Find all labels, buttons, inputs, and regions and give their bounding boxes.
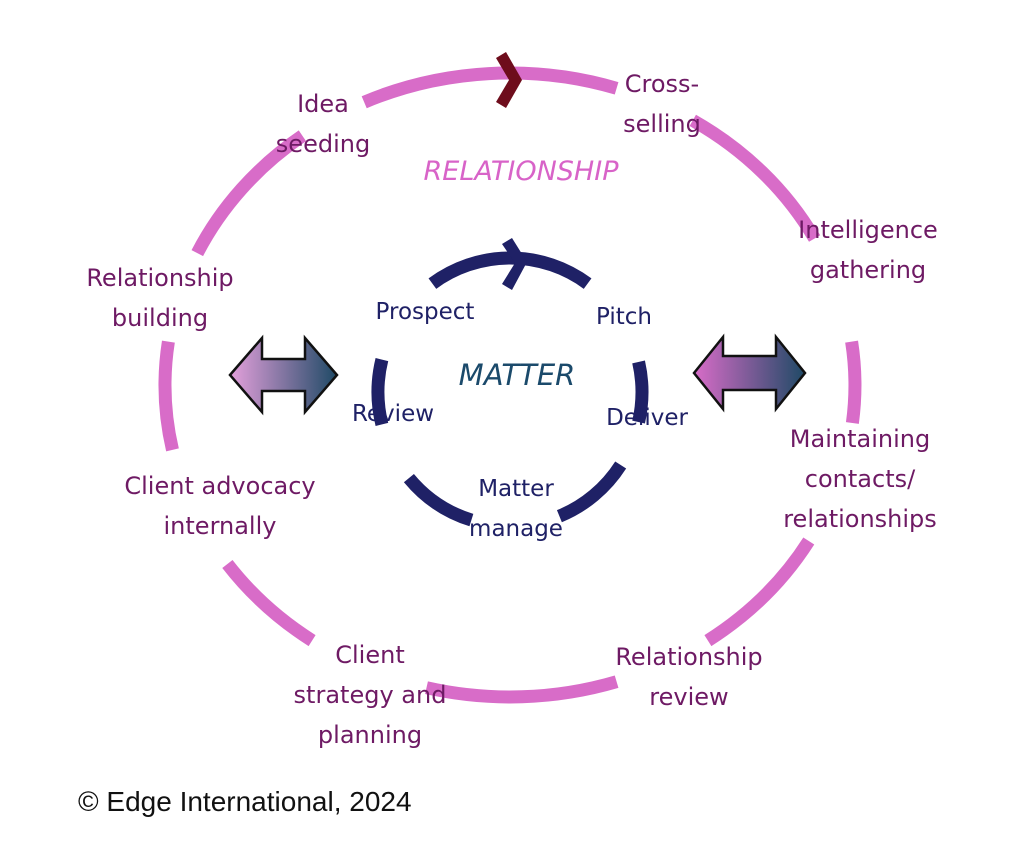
label-line: Client xyxy=(335,641,405,669)
label-line: seeding xyxy=(275,130,371,158)
inner-step-matter-manage: Matter manage xyxy=(469,469,563,549)
outer-step-client-strategy-planning: Client strategy and planning xyxy=(294,635,447,755)
outer-arc-segment xyxy=(689,114,821,242)
copyright-notice: © Edge International, 2024 xyxy=(78,786,412,817)
inner-step-prospect: Prospect xyxy=(376,292,475,332)
inner-step-deliver: Deliver xyxy=(606,398,688,438)
outer-step-cross-selling: Cross- selling xyxy=(623,64,701,144)
label-line: Maintaining xyxy=(789,425,931,453)
inner-arc-segment xyxy=(371,358,389,426)
outer-arc-segment xyxy=(158,340,179,452)
label-line: planning xyxy=(317,721,423,749)
outer-step-relationship-review: Relationship review xyxy=(615,637,762,717)
outer-arc-segment xyxy=(222,559,316,647)
label-line: gathering xyxy=(809,256,927,284)
left-double-arrow-icon xyxy=(228,334,339,416)
label-line: Prospect xyxy=(375,299,475,325)
label-line: selling xyxy=(623,110,701,138)
label-line: Matter xyxy=(478,476,554,502)
inner-arc-segment xyxy=(428,251,592,289)
label-line: building xyxy=(111,304,209,332)
outer-step-intelligence-gathering: Intelligence gathering xyxy=(798,210,938,290)
label-line: Cross- xyxy=(624,70,700,98)
inner-step-pitch: Pitch xyxy=(596,297,652,337)
outer-step-relationship-building: Relationship building xyxy=(86,258,233,338)
label-line: relationships xyxy=(783,505,937,533)
outer-arc-segment xyxy=(704,537,815,647)
label-line: contacts/ xyxy=(804,465,916,493)
inner-cycle-title: MATTER xyxy=(458,358,576,392)
label-line: Client advocacy xyxy=(124,472,316,500)
label-line: Deliver xyxy=(606,405,688,431)
outer-arc-segment xyxy=(425,675,619,704)
outer-ring xyxy=(158,66,862,704)
outer-arc-segment xyxy=(361,66,619,109)
label-line: Idea xyxy=(297,90,349,118)
inner-step-review: Review xyxy=(352,394,434,434)
outer-step-maintaining-contacts: Maintaining contacts/ relationships xyxy=(783,419,937,539)
label-line: review xyxy=(649,683,729,711)
label-line: strategy and xyxy=(293,681,447,709)
outer-arc-segment xyxy=(845,340,862,424)
outer-arc-segment xyxy=(191,130,307,257)
outer-step-client-advocacy: Client advocacy internally xyxy=(124,466,315,546)
inner-arc-segment xyxy=(556,461,627,523)
right-double-arrow-icon xyxy=(692,333,807,413)
label-line: Pitch xyxy=(596,304,652,330)
inner-arc-segment xyxy=(632,360,649,424)
label-line: manage xyxy=(469,516,563,542)
inner-ring xyxy=(371,251,649,527)
label-line: Relationship xyxy=(86,264,234,292)
inner-cycle-arrowhead-icon xyxy=(502,238,527,290)
outer-cycle-title: RELATIONSHIP xyxy=(423,156,619,187)
outer-step-idea-seeding: Idea seeding xyxy=(276,84,370,164)
label-line: Intelligence xyxy=(798,216,938,244)
label-line: internally xyxy=(163,512,277,540)
label-line: Review xyxy=(351,401,435,427)
outer-cycle-arrowhead-icon xyxy=(496,52,522,108)
label-line: Relationship xyxy=(615,643,763,671)
inner-arc-segment xyxy=(403,473,474,527)
